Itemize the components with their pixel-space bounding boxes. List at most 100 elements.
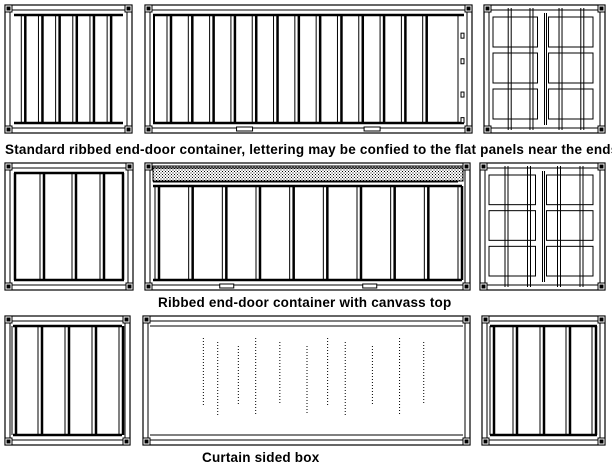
curtain-fold-dot [217, 357, 219, 358]
curtain-fold-dot [306, 376, 308, 377]
forklift-pocket [219, 283, 235, 289]
corner-casting-hole [599, 164, 604, 169]
corner-casting-hole [146, 127, 151, 132]
curtain-fold-dot [279, 375, 281, 376]
corner-casting-hole [599, 439, 604, 444]
curtain-fold-dot [344, 405, 346, 406]
curtain-fold-dot [279, 366, 281, 367]
curtain-fold-dot [423, 360, 425, 361]
curtain-fold-dot [202, 347, 204, 348]
curtain-fold-dot [344, 354, 346, 355]
door-panel [492, 88, 538, 120]
curtain-fold-dot [202, 344, 204, 345]
corner-casting-hole [146, 164, 151, 169]
curtain-fold-dot [255, 374, 257, 375]
curtain-fold-dot [255, 365, 257, 366]
door-panel [546, 245, 594, 277]
curtain-fold-dot [423, 345, 425, 346]
curtain-fold-dot [202, 350, 204, 351]
curtain-fold-dot [202, 389, 204, 390]
curtain-fold-dot [399, 407, 401, 408]
corner-casting-hole [485, 6, 490, 11]
curtain-fold-dot [399, 398, 401, 399]
door-panel [546, 210, 594, 241]
frame-line [479, 162, 606, 291]
curtain-fold-dot [344, 366, 346, 367]
curtain-fold-dot [423, 384, 425, 385]
standard-door-view [483, 4, 606, 134]
corner-casting-hole [124, 317, 129, 322]
curtain-fold-dot [399, 401, 401, 402]
curtain-fold-dot [217, 342, 219, 343]
curtain-fold-dot [255, 404, 257, 405]
curtain-fold-dot [399, 392, 401, 393]
curtain-fold-dot [237, 388, 239, 389]
corner-casting-hole [481, 164, 486, 169]
corner-casting-hole [146, 6, 151, 11]
curtain-fold-dot [327, 338, 329, 339]
curtain-fold-dot [237, 403, 239, 404]
door-panel [492, 52, 538, 84]
curtain-fold-dot [344, 414, 346, 415]
curtain-fold-dot [202, 362, 204, 363]
curtain-fold-dot [423, 390, 425, 391]
curtain-fold-dot [202, 371, 204, 372]
door-panel [488, 245, 536, 277]
curtain-fold-dot [344, 372, 346, 373]
corner-casting-hole [481, 284, 486, 289]
curtain-fold-dot [217, 384, 219, 385]
forklift-pocket [363, 126, 381, 132]
curtain-fold-dot [344, 363, 346, 364]
curtain-fold-dot [306, 397, 308, 398]
curtain-fold-dot [399, 344, 401, 345]
curtain-fold-dot [217, 393, 219, 394]
curtain-fold-dot [279, 396, 281, 397]
curtain-fold-dot [217, 360, 219, 361]
curtain-fold-dot [399, 374, 401, 375]
door-panel [492, 16, 538, 48]
caption-canvas-top-container: Ribbed end-door container with canvass t… [158, 295, 452, 310]
curtain-fold-dot [371, 361, 373, 362]
curtain-fold-dot [255, 389, 257, 390]
curtain-fold-dot [202, 368, 204, 369]
curtain-fold-dot [399, 371, 401, 372]
frame-line [147, 320, 466, 441]
curtain-fold-dot [255, 377, 257, 378]
corner-casting-hole [599, 6, 604, 11]
curtain-fold-dot [399, 341, 401, 342]
curtain-fold-dot [327, 386, 329, 387]
curtain-fold-dot [306, 346, 308, 347]
curtain-fold-dot [423, 402, 425, 403]
corner-casting-hole [485, 127, 490, 132]
curtain-fold-dot [327, 380, 329, 381]
curtain-fold-dot [237, 346, 239, 347]
curtain-fold-dot [255, 407, 257, 408]
curtain-fold-dot [327, 356, 329, 357]
curtain-fold-dot [217, 354, 219, 355]
corner-casting-hole [144, 439, 149, 444]
curtain-fold-dot [237, 373, 239, 374]
curtain-fold-dot [327, 362, 329, 363]
curtain-fold-dot [255, 353, 257, 354]
curtain-fold-dot [371, 382, 373, 383]
curtain-fold-dot [371, 376, 373, 377]
curtain-fold-dot [279, 372, 281, 373]
curtain-fold-dot [327, 374, 329, 375]
curtain-fold-dot [399, 362, 401, 363]
frame-line [142, 315, 471, 446]
curtain-fold-dot [217, 372, 219, 373]
curtain-fold-dot [255, 338, 257, 339]
door-panel [488, 210, 536, 241]
curtain-fold-dot [399, 386, 401, 387]
curtain-fold-dot [344, 402, 346, 403]
curtain-fold-dot [237, 349, 239, 350]
curtain-fold-dot [255, 347, 257, 348]
standard-end-view [4, 4, 133, 134]
curtain-fold-dot [423, 369, 425, 370]
curtain-fold-dot [399, 356, 401, 357]
curtain-fold-dot [399, 383, 401, 384]
curtain-fold-dot [327, 341, 329, 342]
curtain-fold-dot [255, 392, 257, 393]
curtain-fold-dot [217, 345, 219, 346]
curtain-fold-dot [344, 411, 346, 412]
